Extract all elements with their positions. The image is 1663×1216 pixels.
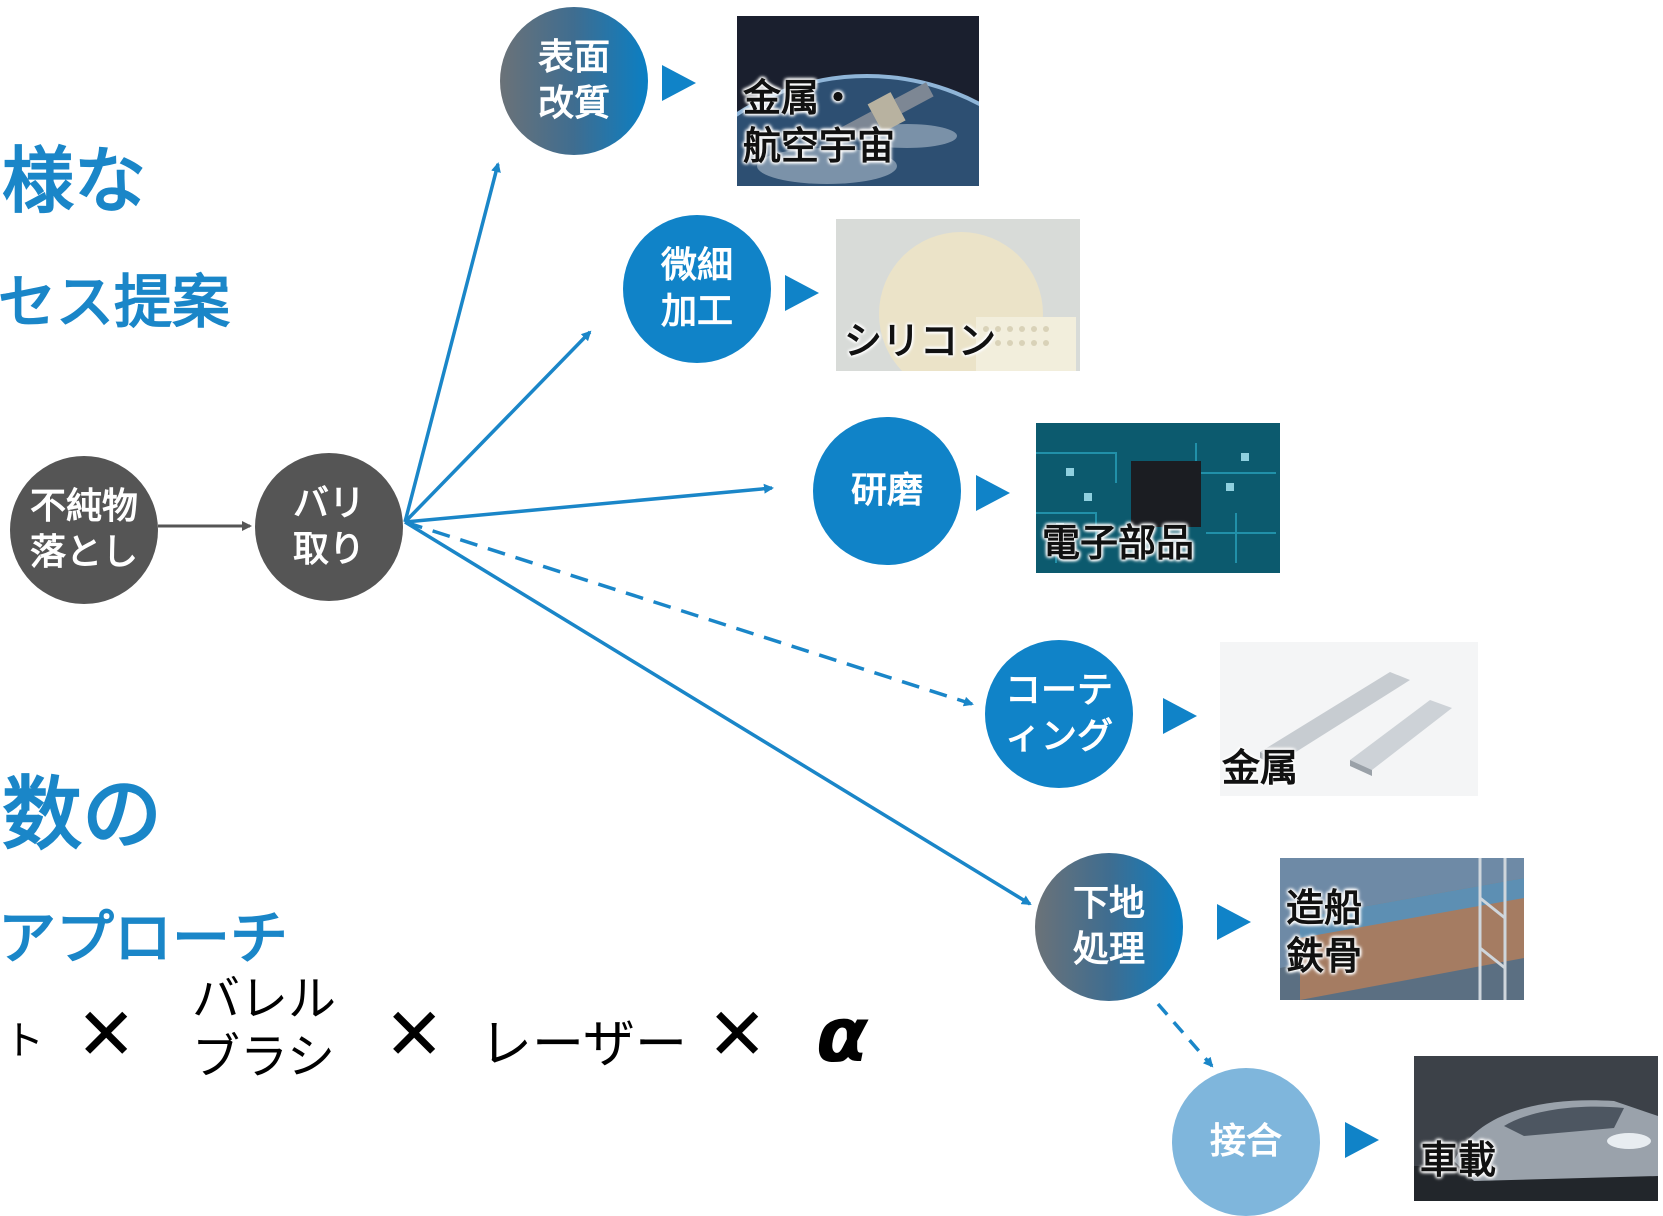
cross-icon-3: ✕ bbox=[707, 992, 768, 1076]
image-metal: 金属 bbox=[1220, 642, 1478, 796]
cross-icon-1: ✕ bbox=[76, 992, 137, 1076]
silicon-wafer-illustration bbox=[836, 219, 1080, 371]
image-electronics: 電子部品 bbox=[1036, 423, 1280, 573]
image-automotive: 車載 bbox=[1414, 1056, 1658, 1201]
satellite-earth-illustration bbox=[737, 16, 979, 186]
method-item-alpha: α bbox=[816, 990, 869, 1079]
arrow-to-coating bbox=[404, 520, 974, 707]
node-joining-label: 接合 bbox=[1209, 1121, 1282, 1162]
arrow-base-to-joining bbox=[1156, 1002, 1214, 1068]
method-item-2: バレル ブラシ bbox=[192, 971, 337, 1085]
ship-hull-illustration bbox=[1280, 858, 1524, 1000]
node-surface-modification: 表面 改質 bbox=[500, 7, 648, 155]
arrow-to-polish bbox=[404, 483, 774, 524]
image-shipbuilding: 造船 鉄骨 bbox=[1280, 858, 1524, 1000]
image-metal-caption: 金属 bbox=[1222, 746, 1299, 790]
arrow-to-micro bbox=[403, 330, 592, 524]
method-item-3: レーザー bbox=[480, 1015, 687, 1075]
image-aerospace-caption: 金属・ 航空宇宙 bbox=[743, 76, 896, 168]
play-triangle-icon bbox=[785, 275, 819, 311]
play-triangle-icon bbox=[976, 475, 1010, 511]
node-micro-machining-label: 微細 加工 bbox=[660, 245, 733, 332]
cross-icon-2: ✕ bbox=[384, 992, 445, 1076]
headline-fragment-2: セス提案 bbox=[0, 268, 231, 336]
node-micro-machining: 微細 加工 bbox=[623, 215, 771, 363]
play-triangle-icon bbox=[1345, 1122, 1379, 1158]
node-coating: コーテ ィング bbox=[985, 640, 1133, 788]
node-deburring: バリ 取り bbox=[255, 453, 403, 601]
arrow-to-surface bbox=[403, 162, 501, 523]
node-base-treatment-label: 下地 処理 bbox=[1072, 883, 1145, 970]
node-base-treatment: 下地 処理 bbox=[1035, 853, 1183, 1001]
headline-fragment-1: 様な bbox=[2, 139, 147, 223]
metal-plates-illustration bbox=[1220, 642, 1478, 796]
image-silicon: シリコン bbox=[836, 219, 1080, 371]
headline-fragment-4: アプローチ bbox=[0, 904, 289, 972]
node-impurity-removal-label: 不純物 落とし bbox=[29, 486, 138, 573]
play-triangle-icon bbox=[1163, 698, 1197, 734]
play-triangle-icon bbox=[662, 65, 696, 101]
method-item-1: ト bbox=[4, 1018, 44, 1064]
node-deburring-label: バリ 取り bbox=[292, 483, 365, 570]
image-electronics-caption: 電子部品 bbox=[1042, 521, 1195, 565]
node-polishing: 研磨 bbox=[813, 417, 961, 565]
image-aerospace: 金属・ 航空宇宙 bbox=[737, 16, 979, 186]
arrow-to-base bbox=[404, 520, 1032, 906]
node-impurity-removal: 不純物 落とし bbox=[10, 456, 158, 604]
node-polishing-label: 研磨 bbox=[850, 470, 923, 511]
image-silicon-caption: シリコン bbox=[844, 319, 997, 363]
node-coating-label: コーテ ィング bbox=[1004, 670, 1113, 757]
node-joining: 接合 bbox=[1172, 1068, 1320, 1216]
sports-car-illustration bbox=[1414, 1056, 1658, 1201]
headline-fragment-3: 数の bbox=[2, 768, 162, 861]
image-shipbuilding-caption: 造船 鉄骨 bbox=[1286, 886, 1363, 978]
circuit-board-illustration bbox=[1036, 423, 1280, 573]
play-triangle-icon bbox=[1217, 904, 1251, 940]
image-automotive-caption: 車載 bbox=[1420, 1138, 1497, 1182]
node-surface-modification-label: 表面 改質 bbox=[537, 37, 610, 124]
